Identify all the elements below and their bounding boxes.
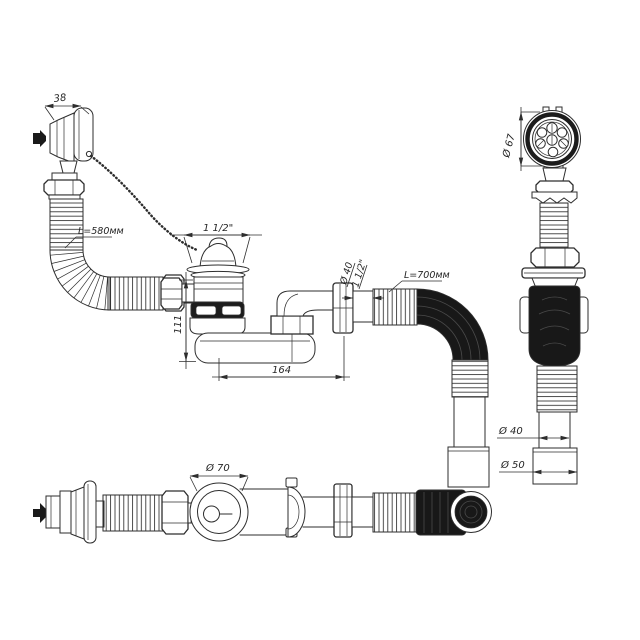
overflow-corrugated-hose	[49, 198, 195, 312]
label-pipe-diameter: Ø 40	[498, 425, 523, 437]
chain-ring	[85, 150, 93, 158]
dim-drain-face-diameter: Ø 70	[189, 462, 249, 492]
label-drain-thread: 1 1/2"	[203, 223, 233, 234]
dim-adapter-diameter: Ø 50	[499, 459, 578, 475]
bottom-pipe	[351, 496, 374, 528]
dimensions: 38 L=580мм 1 1/2" 111	[44, 93, 578, 492]
front-view-nut	[535, 180, 574, 195]
overflow-front-view	[519, 106, 589, 485]
label-siphon-length: 164	[272, 365, 291, 376]
overflow-pin	[33, 130, 46, 147]
front-pipe-d40	[538, 411, 571, 449]
dim-outlet-hose-length: L=700мм	[388, 270, 450, 293]
bottom-flange-disc	[83, 480, 97, 544]
label-overflow-hose-length: L=580мм	[78, 226, 124, 237]
bottom-pin	[33, 503, 48, 523]
dim-overflow-width: 38	[44, 93, 90, 121]
label-overflow-face-diameter: Ø 67	[500, 132, 518, 160]
label-outlet-thread: 1 1/2"	[350, 258, 369, 289]
overflow-fitting-side-view	[33, 107, 94, 200]
dim-pipe-diameter: Ø 40	[497, 425, 570, 441]
siphon-assembly-side-view	[160, 264, 316, 364]
hose-bend-ribs	[50, 252, 108, 310]
black-hose-bend	[416, 288, 489, 361]
label-adapter-diameter: Ø 50	[500, 459, 525, 471]
drain-plug	[199, 237, 237, 269]
outlet-corrugated-hose	[352, 288, 490, 488]
label-overflow-width: 38	[53, 93, 67, 105]
label-siphon-height: 111	[173, 315, 184, 334]
label-drain-face-diameter: Ø 70	[205, 462, 230, 474]
outlet-pipe-d40	[453, 396, 486, 448]
label-outlet-hose-length: L=700мм	[404, 270, 450, 281]
dim-siphon-height: 111	[173, 272, 196, 369]
dim-drain-thread: 1 1/2"	[170, 223, 262, 264]
plug-chain	[85, 150, 199, 252]
front-view-locknut	[530, 247, 580, 268]
bottom-nut	[161, 490, 189, 535]
outlet-pipe	[352, 290, 374, 323]
outlet-adapter-d50	[447, 446, 490, 488]
plug-lever	[208, 237, 228, 248]
bottom-cup	[287, 486, 306, 538]
elbow-nut	[270, 315, 314, 335]
strainer-holes	[535, 122, 569, 158]
drain-body	[193, 276, 244, 304]
siphon-cup	[189, 317, 246, 335]
front-adapter-d50	[532, 447, 578, 485]
crown-collar	[531, 191, 578, 204]
dim-overflow-hose-length: L=580мм	[64, 226, 124, 249]
outlet-elbow	[270, 282, 354, 335]
dim-siphon-length: 164	[212, 336, 350, 381]
overflow-cap-disc	[73, 107, 94, 162]
assembly-bottom-view	[33, 477, 492, 544]
dim-overflow-face-diameter: Ø 67	[500, 107, 543, 171]
siphon-bowl	[194, 332, 316, 364]
bottom-union-nut	[333, 483, 353, 538]
inlet-nut	[160, 277, 183, 310]
overflow-nut	[43, 179, 85, 196]
